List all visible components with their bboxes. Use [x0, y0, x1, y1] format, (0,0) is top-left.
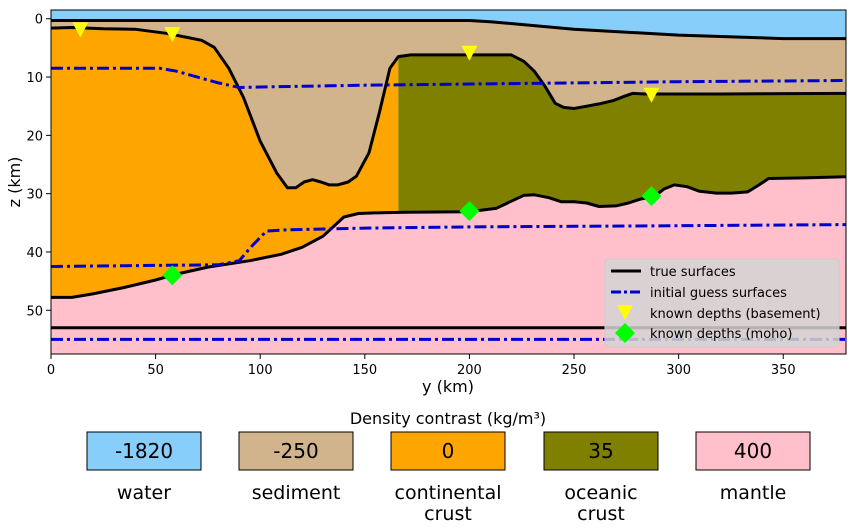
- density-swatch-box: [238, 431, 354, 471]
- initial-guess-line: [51, 66, 846, 90]
- legend-box: [604, 258, 840, 348]
- density-value: -1820: [115, 439, 173, 463]
- x-tick-label: 0: [47, 363, 55, 378]
- basement-depth-marker: [72, 22, 89, 38]
- legend-entry-label: true surfaces: [650, 265, 736, 280]
- initial-guess-line: [51, 223, 846, 268]
- colorbar-title: Density contrast (kg/m³): [350, 409, 546, 428]
- basement-depth-marker: [461, 45, 478, 61]
- moho-depth-marker: [641, 185, 662, 206]
- layer-name: mantle: [720, 482, 787, 504]
- density-value: 0: [442, 439, 455, 463]
- y-axis-label: z (km): [5, 157, 24, 208]
- density-value: 400: [734, 439, 772, 463]
- legend: true surfaces initial guess surfaces known…: [604, 258, 840, 348]
- layer-water: [51, 10, 846, 39]
- density-swatch-box: [543, 431, 659, 471]
- y-tick-label: 0: [35, 13, 43, 28]
- legend-entry-label: known depths (moho): [650, 327, 792, 342]
- x-tick-label: 50: [147, 363, 164, 378]
- plot-frame: [50, 9, 847, 355]
- y-tick-label: 30: [26, 188, 43, 203]
- y-tick-label: 40: [26, 246, 43, 261]
- density-swatch: -250 sediment: [238, 431, 354, 504]
- density-swatch-box: [390, 431, 506, 471]
- x-tick-label: 350: [771, 363, 796, 378]
- basement-depth-marker: [643, 87, 660, 103]
- density-swatch-box: [86, 431, 202, 471]
- basement-depth-marker: [164, 27, 181, 43]
- layer-name: water: [117, 482, 171, 504]
- y-tick-label: 50: [26, 304, 43, 319]
- density-swatch: -1820 water: [86, 431, 202, 504]
- x-tick-label: 150: [352, 363, 377, 378]
- true-surface-line: [51, 19, 846, 41]
- density-swatch-box: [695, 431, 811, 471]
- x-axis-ticks: 0 50 100 150 200 250 300 350: [47, 354, 796, 378]
- x-tick-label: 200: [457, 363, 482, 378]
- x-tick-label: 100: [248, 363, 273, 378]
- layer-sediment: [51, 20, 846, 188]
- density-swatch: 400 mantle: [695, 431, 811, 504]
- moho-depth-marker: [615, 323, 635, 343]
- density-value: 35: [588, 439, 613, 463]
- layer-name: continental: [395, 482, 502, 504]
- y-tick-label: 20: [26, 129, 43, 144]
- layer-continental-crust: [51, 27, 399, 298]
- layer-name: crust: [424, 503, 472, 525]
- layer-name: crust: [577, 503, 625, 525]
- moho-depth-marker: [459, 201, 480, 222]
- y-tick-label: 10: [26, 71, 43, 86]
- moho-depth-marker: [162, 265, 183, 286]
- density-value: -250: [273, 439, 318, 463]
- layer-name: oceanic: [564, 482, 637, 504]
- legend-entry-label: initial guess surfaces: [650, 286, 787, 301]
- x-tick-label: 250: [562, 363, 587, 378]
- basement-depth-marker: [617, 305, 633, 320]
- layer-name: sediment: [252, 482, 341, 504]
- x-tick-label: 300: [666, 363, 691, 378]
- true-surface-line: [51, 26, 846, 190]
- known-depth-markers: [72, 22, 662, 286]
- y-axis-ticks: 0 10 20 30 40 50: [26, 13, 51, 319]
- density-swatches: -1820water-250sediment0continentalcrust3…: [86, 431, 811, 525]
- legend-entry-label: known depths (basement): [650, 307, 821, 322]
- plot-area: 0 50 100 150 200 250 300 350 0 10 20 30 40 50 y (km)…: [5, 9, 847, 396]
- x-axis-label: y (km): [422, 377, 474, 396]
